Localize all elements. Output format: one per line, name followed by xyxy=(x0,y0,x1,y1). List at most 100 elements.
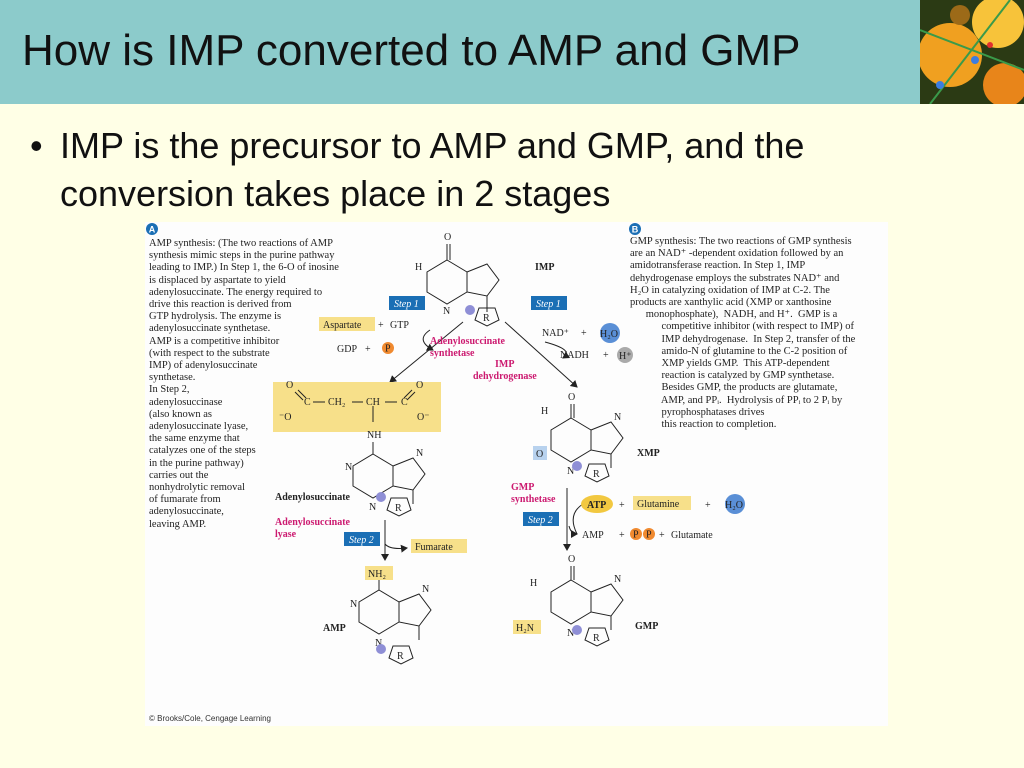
step2-right-box xyxy=(523,512,559,526)
copyright-label: © Brooks/Cole, Cengage Learning xyxy=(149,714,271,723)
succ-ch: CH xyxy=(366,397,380,408)
adsucc-n1: N xyxy=(345,462,352,473)
plus-4: + xyxy=(603,350,609,361)
xmp-rings xyxy=(550,404,624,468)
badge-b-icon xyxy=(629,223,641,235)
gmp-h: H xyxy=(530,578,537,589)
amp-caption-line: catalyzes one of the steps xyxy=(149,445,256,457)
step2-right-label: Step 2 xyxy=(528,515,553,526)
amp-caption-line: in the purine pathway) xyxy=(149,457,244,469)
hplus-label: H⁺ xyxy=(619,351,632,362)
succ-c2: C xyxy=(401,397,408,408)
hplus-icon xyxy=(617,347,633,363)
reaction-diagram: A B O H N R IMP Step 1 Aspartate + GTP G… xyxy=(146,223,745,723)
amp-n1: N xyxy=(350,599,357,610)
bullet-text: IMP is the precursor to AMP and GMP, and… xyxy=(60,125,805,214)
gmp-caption-line: Besides GMP, the products are glutamate, xyxy=(630,382,838,394)
enzyme-gmp-synthetase-2: synthetase xyxy=(511,494,556,505)
gmp-n3: N xyxy=(567,628,574,639)
enzyme-gmp-synthetase-1: GMP xyxy=(511,482,534,493)
amp-caption-line: carries out the xyxy=(149,469,209,481)
fumarate-curve-arrow xyxy=(384,543,408,553)
step1-left-label: Step 1 xyxy=(394,299,419,310)
h2o-icon-2 xyxy=(725,494,745,514)
enzyme-adenylosuccinate-synthetase-1: Adenylosuccinate xyxy=(430,336,506,347)
imp-h: H xyxy=(415,262,422,273)
amp-rings xyxy=(358,580,432,640)
plus-6: + xyxy=(705,500,711,511)
gmp-r: R xyxy=(593,633,600,644)
gmp-caption-line: products are xanthylic acid (XMP or xant… xyxy=(630,297,832,309)
step1-left-box xyxy=(389,296,425,310)
glutamate-label: Glutamate xyxy=(671,530,713,541)
gmp-caption-line: H₂O in catalyzing oxidation of IMP at C-… xyxy=(630,284,830,296)
arrow-imp-to-xmp xyxy=(504,321,578,388)
gmp-caption-line: amidotransferase reaction. In Step 1, IM… xyxy=(630,260,806,272)
h2n-highlight xyxy=(513,620,541,634)
nad-label: NAD⁺ xyxy=(542,328,569,339)
adsucc-n7: N xyxy=(416,448,423,459)
imp-phosphate-icon xyxy=(465,305,475,315)
plus-7: + xyxy=(619,530,625,541)
gtp-curve-arrow xyxy=(422,329,434,351)
amp-caption-line: IMP) of adenylosuccinate xyxy=(149,360,258,372)
gmp-o: O xyxy=(568,554,575,565)
amp-caption-line: AMP synthesis: (The two reactions of AMP xyxy=(149,238,333,249)
badge-b: B xyxy=(632,225,639,235)
succ-ch2: CH₂ xyxy=(328,397,345,408)
succinyl-highlight xyxy=(273,382,441,432)
amp-n7: N xyxy=(422,584,429,595)
plus-2: + xyxy=(365,344,371,355)
glutamine-label: Glutamine xyxy=(637,499,680,510)
gmp-caption-line: monophosphate), NADH, and H⁺. GMP is a xyxy=(630,309,838,321)
imp-o: O xyxy=(444,232,451,243)
aspartate-label: Aspartate xyxy=(323,320,362,331)
xmp-n7: N xyxy=(614,412,621,423)
xmp-o2: O xyxy=(536,449,543,460)
amp-caption-line: adenylosuccinase xyxy=(149,396,223,408)
amp-caption-line: adenylosuccinate lyase, xyxy=(149,421,249,433)
plus-5: + xyxy=(619,500,625,511)
imp-label: IMP xyxy=(535,262,554,273)
gmp-caption-line: are an NAD⁺ -dependent oxidation followe… xyxy=(630,248,844,260)
adenylosuccinate-rings xyxy=(352,453,426,504)
gmp-h2n: H₂N xyxy=(516,623,534,634)
gmp-caption-line: this reaction to completion. xyxy=(630,419,777,431)
amp-caption-line: AMP is a competitive inhibitor xyxy=(149,335,280,347)
enzyme-adenylosuccinate-lyase-2: lyase xyxy=(275,529,297,540)
nadh-label: NADH xyxy=(560,350,589,361)
amp-phosphate-icon xyxy=(376,644,386,654)
gmp-caption-line: competitive inhibitor (with respect to I… xyxy=(630,321,854,333)
xmp-ribose-icon xyxy=(584,463,610,483)
amp-caption: AMP synthesis: (The two reactions of AMP… xyxy=(149,238,339,531)
phosphate-p-icon xyxy=(382,342,394,354)
amp-caption-line: adenylosuccinate. The energy required to xyxy=(149,286,323,298)
aspartate-box xyxy=(319,317,375,331)
xmp-h: H xyxy=(541,406,548,417)
reaction-figure: A B O H N R IMP Step 1 Aspartate + GTP G… xyxy=(145,222,888,726)
amp-nh2: NH₂ xyxy=(368,569,386,580)
amp-ribose-icon xyxy=(388,645,414,665)
fumarate-label: Fumarate xyxy=(415,542,453,553)
imp-ribose-icon xyxy=(474,307,500,327)
gmp-label: GMP xyxy=(635,621,658,632)
plus-8: + xyxy=(659,530,665,541)
amp-caption-line: synthesis mimic steps in the purine path… xyxy=(149,250,335,262)
amp-caption-line: is displaced by aspartate to yield xyxy=(149,274,286,286)
slide-title: How is IMP converted to AMP and GMP xyxy=(22,26,801,75)
imp-molecule xyxy=(426,244,500,312)
amp-caption-line: nonhydrolytic removal xyxy=(149,482,245,494)
adsucc-r: R xyxy=(395,503,402,514)
pp-icon-1 xyxy=(630,528,642,540)
amp-caption-line: (with respect to the substrate xyxy=(149,347,270,359)
gmp-rings xyxy=(550,566,624,630)
succinyl-bonds xyxy=(294,389,416,454)
gmp-caption-line: dehydrogenase employs the substrates NAD… xyxy=(630,272,840,284)
adsucc-n3: N xyxy=(369,502,376,513)
plus-1: + xyxy=(378,320,384,331)
amp-n3: N xyxy=(375,638,382,649)
amp-caption-line: drive this reaction is derived from xyxy=(149,299,292,311)
p-label: P xyxy=(385,344,391,355)
gdp-label: GDP xyxy=(337,344,357,355)
enzyme-imp-dehydrogenase-2: dehydrogenase xyxy=(473,371,537,382)
